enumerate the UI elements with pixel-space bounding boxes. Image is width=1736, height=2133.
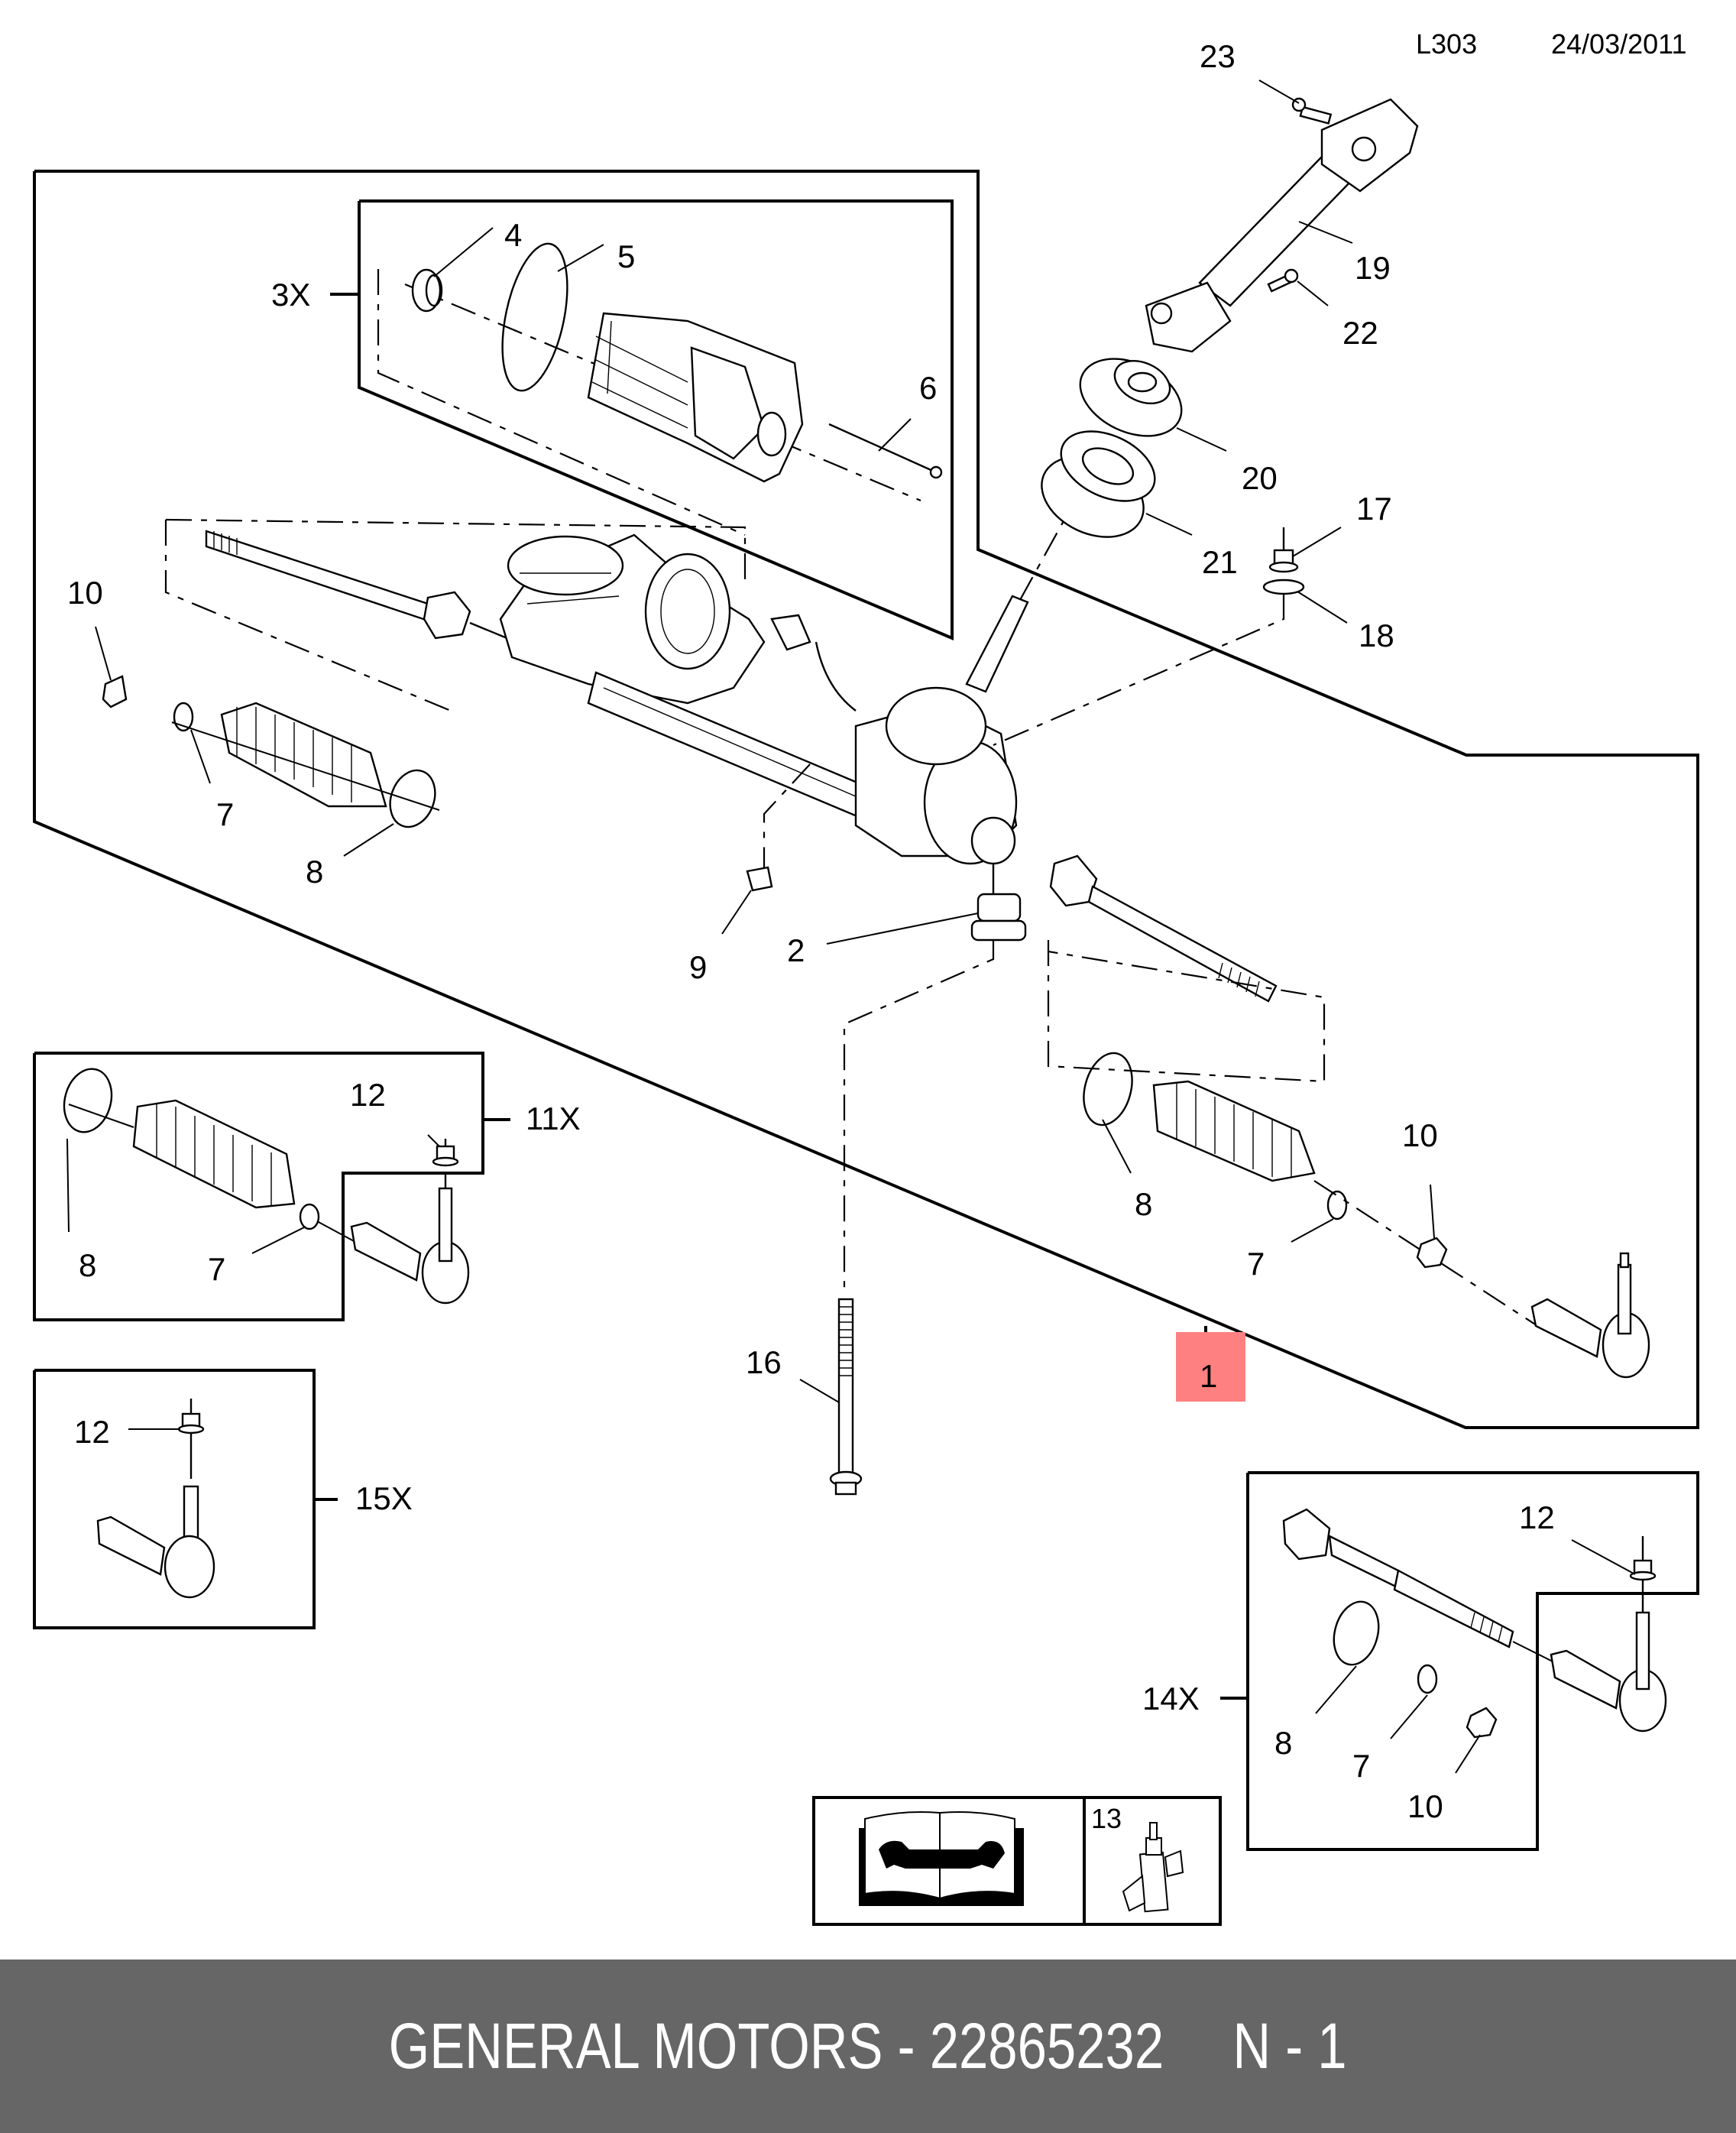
steering-gear-housing [499,533,1018,865]
clamp-part-7-right [1326,1190,1348,1220]
adhesive-bottle-icon[interactable] [1122,1822,1184,1913]
bolt-part-16 [829,1298,863,1496]
callout-20: 20 [1242,460,1278,496]
callout-5: 5 [617,238,635,274]
callout-1: 1 [1200,1358,1217,1394]
left-kit-outline-11x [33,1052,484,1321]
group-label-11x: 11X [526,1101,581,1136]
info-box [812,1796,1222,1926]
callout-7-right: 7 [1247,1246,1265,1282]
callout-12-14x: 12 [1519,1499,1555,1535]
main-assembly-outline [33,170,1699,1429]
footer-brand: GENERAL MOTORS [389,2010,883,2082]
bolt-part-6 [828,423,937,474]
tie-rod-end-15x [96,1433,215,1599]
nut-part-12-11x [432,1139,459,1167]
bolt-part-22 [1267,268,1299,293]
callout-19: 19 [1355,250,1391,286]
callout-8-left: 8 [306,854,323,890]
callout-10-right: 10 [1402,1117,1438,1153]
diagram-code: L303 [1416,28,1477,60]
callout-21: 21 [1202,544,1238,580]
inner-tie-rod-14x [1282,1508,1514,1648]
clamp-part-7-left [173,702,194,732]
bushing-part-2 [970,893,1027,942]
nut-part-10-left [102,675,128,708]
nut-part-12-15x [177,1399,205,1434]
boot-left [220,702,387,808]
clamp-ring-part-8-14x [1333,1600,1380,1666]
callout-7-11x: 7 [208,1251,225,1287]
footer-text: GENERAL MOTORS - 22865232 N - 1 [389,2009,1347,2083]
callout-8-14x: 8 [1274,1725,1292,1761]
clip-axis [763,763,811,867]
nut-part-10-14x [1466,1707,1498,1739]
boot-part-21 [1041,430,1156,538]
right-kit-outline-14x [1246,1471,1699,1851]
right-rod-frame [1047,940,1326,1083]
callout-22: 22 [1342,315,1378,351]
motor-dash-frame [377,269,746,536]
clamp-part-7-14x [1417,1664,1438,1694]
callout-4: 4 [504,217,522,253]
electric-motor [587,312,804,483]
callout-12-11x: 12 [350,1077,386,1113]
clip-part-9 [746,866,773,892]
washer-part-18 [993,579,1305,747]
boot-right [1152,1080,1316,1182]
parts-diagram: L303 24/03/2011 3X 4 5 6 10 [33,28,1699,1926]
diagram-date: 24/03/2011 [1551,28,1687,60]
footer-part-number: 22865232 [930,2010,1164,2082]
callout-6: 6 [919,370,937,406]
footer-separator: - [897,2010,915,2082]
callout-13: 13 [1091,1803,1122,1834]
clamp-ring-part-8-left [389,769,436,828]
boot-11x [132,1099,296,1209]
footer-bar: GENERAL MOTORS - 22865232 N - 1 [0,1960,1736,2133]
o-ring-part-5 [501,242,568,392]
left-rod-frame-top [165,518,747,581]
nut-part-12-14x [1629,1536,1657,1613]
callout-8-11x: 8 [79,1247,96,1283]
callout-8-right: 8 [1135,1186,1152,1222]
left-inner-rod-frame [164,520,452,712]
callout-16: 16 [746,1344,782,1380]
callout-18: 18 [1359,618,1394,653]
callout-7-left: 7 [216,796,234,832]
seal-part-4 [411,268,443,313]
tie-rod-end-14x [1550,1611,1667,1733]
nut-part-17 [1268,527,1299,573]
callout-10-left: 10 [67,575,103,611]
left-inner-tie-rod [205,530,536,651]
group-label-15x: 15X [355,1480,413,1516]
clamp-ring-part-8-right [1083,1052,1133,1126]
bolt-axis-line [843,940,995,1292]
nut-part-10-right [1416,1237,1448,1269]
footer-position: N - 1 [1232,2010,1347,2082]
intermediate-shaft-part-19 [1145,98,1419,353]
clamp-part-7-11x [299,1203,320,1230]
tie-rod-end-right [1530,1252,1650,1379]
group-label-14x: 14X [1142,1681,1200,1716]
tie-rod-end-11x [350,1173,470,1305]
highlight-badge-part-1[interactable]: 1 [1176,1332,1245,1402]
callout-23: 23 [1200,38,1236,74]
callout-10-14x: 10 [1407,1788,1443,1824]
callout-7-14x: 7 [1352,1748,1370,1784]
callout-2: 2 [787,932,805,968]
callout-17: 17 [1356,491,1392,527]
motor-kit-outline [358,199,954,641]
tie-rod-end-kit-outline-15x [33,1369,316,1629]
seal-part-20 [1079,358,1183,437]
motor-axis-line [404,283,921,502]
service-manual-icon[interactable] [859,1811,1024,1906]
pinion-shaft [965,595,1029,693]
callout-9: 9 [689,949,707,985]
group-label-3x: 3X [271,277,310,313]
clamp-ring-part-8-11x [63,1068,113,1133]
callout-12-15x: 12 [74,1414,110,1450]
right-inner-tie-rod [1049,854,1278,1003]
